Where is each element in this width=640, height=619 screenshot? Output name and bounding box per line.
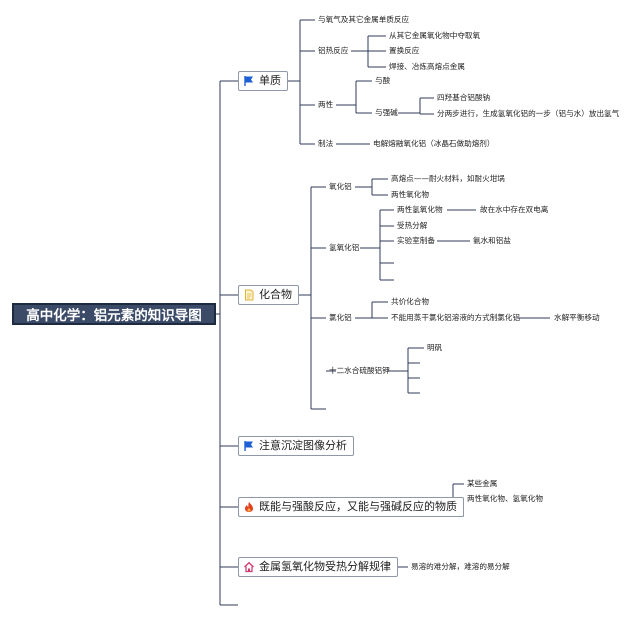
topic-label: 注意沉淀图像分析 (259, 439, 347, 452)
leaf-hydroxide-3-detail[interactable]: 氨水和铝盐 (473, 236, 511, 245)
branch-alum[interactable]: 十二水合硫酸铝钾 (329, 366, 390, 375)
leaf-with-acid[interactable]: 与酸 (375, 76, 391, 85)
leaf-alum-1[interactable]: 明矾 (427, 343, 443, 352)
topic-label: 化合物 (259, 288, 292, 301)
flag-icon (244, 76, 253, 86)
topic-label: 单质 (259, 74, 281, 87)
leaf-dual-2[interactable]: 两性氧化物、氢氧化物 (467, 494, 543, 503)
topic-dual-reaction[interactable]: 既能与强酸反应，又能与强碱反应的物质 (238, 497, 464, 517)
topic-label: 既能与强酸反应，又能与强碱反应的物质 (259, 500, 457, 513)
topic-compounds[interactable]: 化合物 (238, 285, 299, 305)
topic-decomposition[interactable]: 金属氢氧化物受热分解规律 (238, 557, 398, 577)
branch-thermite[interactable]: 铝热反应 (318, 46, 349, 55)
leaf-thermite-1[interactable]: 从其它金属氧化物中夺取氧 (389, 31, 481, 40)
branch-production[interactable]: 制法 (318, 139, 334, 148)
topic-precipitation[interactable]: 注意沉淀图像分析 (238, 436, 354, 456)
leaf-decomposition[interactable]: 易溶的难分解，难溶的易分解 (411, 562, 510, 571)
leaf-hydroxide-1-detail[interactable]: 故在水中存在双电离 (480, 205, 549, 214)
branch-amphoteric[interactable]: 两性 (318, 100, 334, 109)
leaf-base-1[interactable]: 四羟基合铝酸钠 (437, 93, 491, 102)
flag-icon (244, 441, 253, 451)
leaf-oxide-1[interactable]: 高熔点——耐火材料，如耐火坩埚 (391, 174, 505, 183)
leaf-chloride-2[interactable]: 不能用蒸干氯化铝溶液的方式制氯化铝 (391, 313, 521, 322)
leaf-oxide-2[interactable]: 两性氧化物 (391, 190, 429, 199)
leaf-hydroxide-2[interactable]: 受热分解 (397, 221, 428, 230)
leaf-base-2[interactable]: 分两步进行，生成氢氧化铝的一步（铝与水）放出氢气 (437, 109, 620, 118)
leaf-hydroxide-1[interactable]: 两性氢氧化物 (397, 205, 443, 214)
branch-chloride[interactable]: 氯化铝 (329, 313, 352, 322)
leaf-thermite-3[interactable]: 焊接、冶炼高熔点金属 (389, 62, 465, 71)
topic-elemental[interactable]: 单质 (238, 71, 288, 91)
leaf-dual-1[interactable]: 某些金属 (467, 479, 498, 488)
home-icon (244, 561, 254, 573)
leaf-production[interactable]: 电解熔融氧化铝（冰晶石做助熔剂） (373, 139, 495, 148)
document-icon (245, 289, 254, 301)
branch-hydroxide[interactable]: 氢氧化铝 (329, 243, 360, 252)
branch-oxide[interactable]: 氧化铝 (329, 182, 352, 191)
fire-icon (245, 502, 253, 512)
leaf-chloride-1[interactable]: 共价化合物 (391, 297, 429, 306)
leaf-chloride-2-detail[interactable]: 水解平衡移动 (554, 313, 600, 322)
leaf-thermite-2[interactable]: 置换反应 (389, 46, 420, 55)
root-node[interactable]: 高中化学：铝元素的知识导图 (12, 303, 216, 325)
leaf-hydroxide-3[interactable]: 实验室制备 (397, 236, 435, 245)
branch-oxygen-reaction[interactable]: 与氧气及其它金属单质反应 (318, 15, 410, 24)
branch-with-base[interactable]: 与强碱 (375, 108, 398, 117)
topic-label: 金属氢氧化物受热分解规律 (259, 560, 391, 573)
